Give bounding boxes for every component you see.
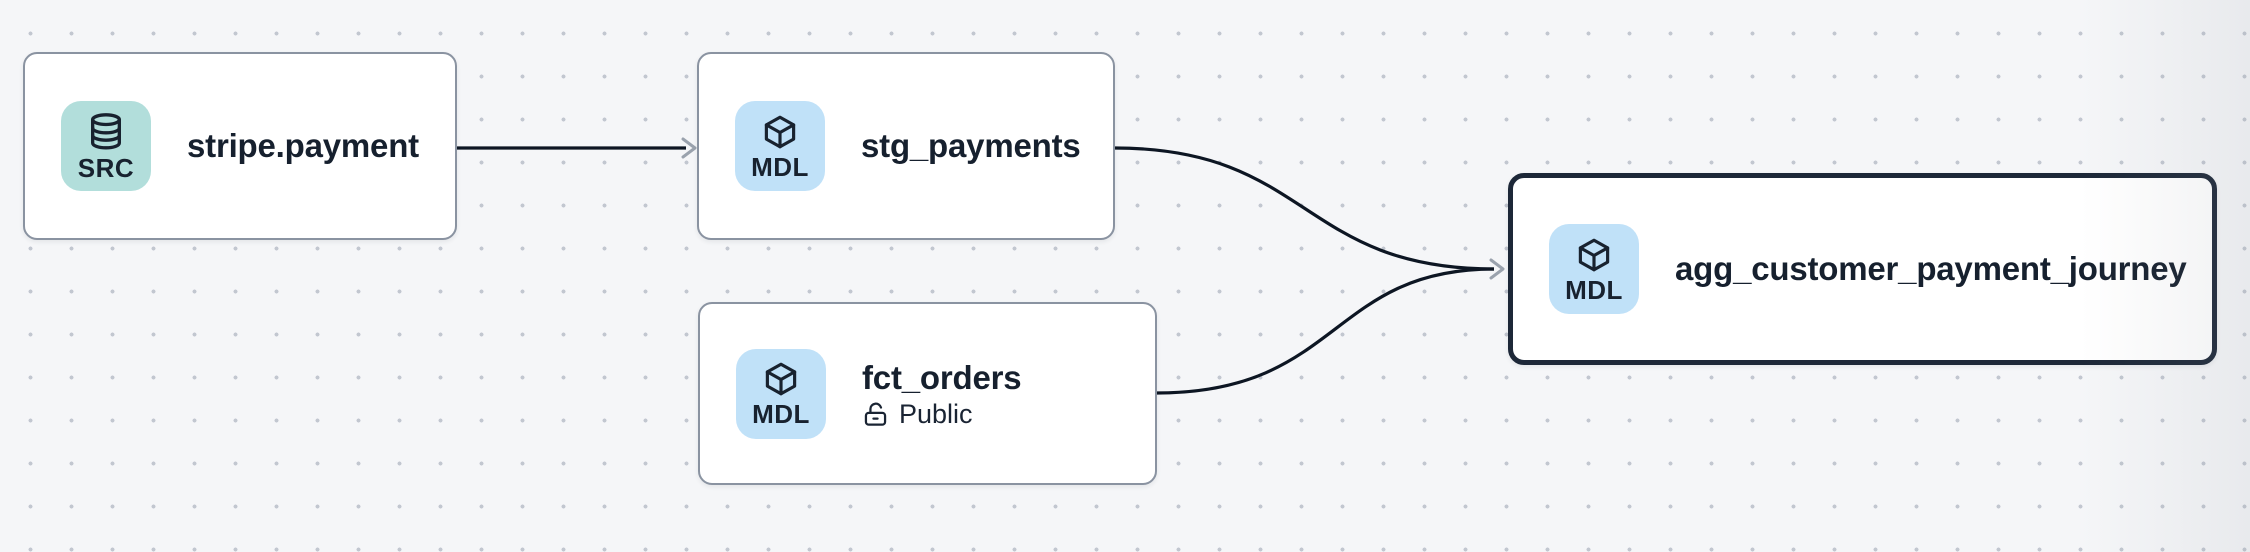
cube-icon <box>765 362 797 396</box>
badge-label: MDL <box>1565 274 1623 305</box>
model-type-badge: MDL <box>1549 224 1639 314</box>
database-icon <box>91 112 122 149</box>
access-badge: Public <box>862 401 1021 428</box>
unlock-icon <box>864 403 887 427</box>
model-type-badge: MDL <box>735 101 825 191</box>
node-text: fct_orders Public <box>862 358 1022 429</box>
node-title: fct_orders <box>862 358 1022 396</box>
edge-stg-payments-to-agg-customer-payment-journey <box>1114 146 1495 271</box>
source-type-badge: SRC <box>61 101 151 191</box>
arrowhead-agg-customer-payment-journey <box>1489 258 1505 280</box>
cube-icon <box>764 115 796 148</box>
node-fct-orders[interactable]: MDL fct_orders Public <box>698 302 1157 485</box>
node-title: agg_customer_payment_journey <box>1675 250 2187 288</box>
cube-icon <box>1578 238 1610 271</box>
node-agg-customer-payment-journey[interactable]: MDL agg_customer_payment_journey <box>1508 173 2217 365</box>
badge-label: MDL <box>752 399 810 429</box>
node-title: stg_payments <box>861 127 1081 165</box>
node-stg-payments[interactable]: MDL stg_payments <box>697 52 1115 240</box>
model-type-badge: MDL <box>736 348 826 439</box>
access-label: Public <box>899 399 973 430</box>
badge-label: MDL <box>751 151 809 182</box>
node-title: stripe.payment <box>187 127 419 165</box>
node-stripe-payment[interactable]: SRC stripe.payment <box>23 52 457 240</box>
badge-label: SRC <box>77 152 135 183</box>
arrowhead-stg-payments <box>681 137 697 159</box>
edge-fct-orders-to-agg-customer-payment-journey <box>1156 267 1495 395</box>
